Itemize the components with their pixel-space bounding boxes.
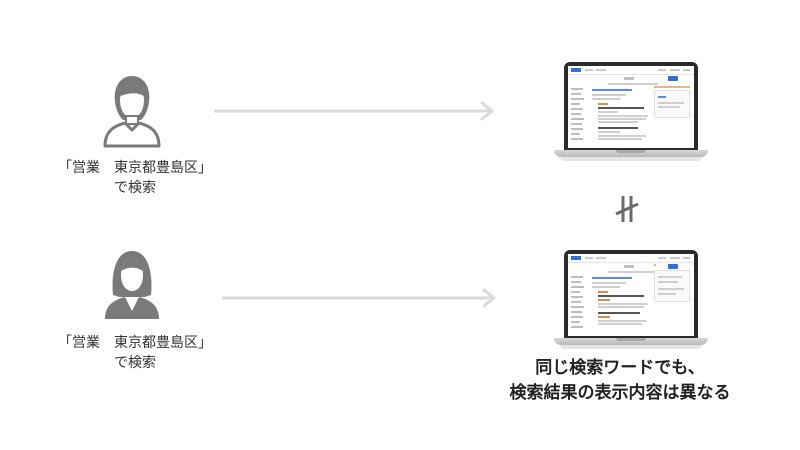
arrow-right-icon xyxy=(222,288,496,308)
not-equal-icon xyxy=(615,196,639,222)
search-query-text: 「営業 東京都豊島区」 xyxy=(58,335,212,351)
search-results-screen xyxy=(568,66,694,148)
result-caption-line2: 検索結果の表示内容は異なる xyxy=(509,383,731,403)
laptop-search-results-1 xyxy=(554,62,708,166)
search-results-screen xyxy=(568,254,694,336)
search-action-text: で検索 xyxy=(114,355,156,371)
search-query-text: 「営業 東京都豊島区」 xyxy=(58,160,212,176)
laptop-search-results-2 xyxy=(554,250,708,354)
search-action-text: で検索 xyxy=(114,180,156,196)
male-user-icon xyxy=(101,72,163,148)
result-caption: 同じ検索ワードでも、 検索結果の表示内容は異なる xyxy=(470,356,770,406)
female-user-search-caption: 「営業 東京都豊島区」 で検索 xyxy=(40,333,230,373)
result-caption-line1: 同じ検索ワードでも、 xyxy=(535,358,705,378)
female-user-icon xyxy=(101,245,163,321)
male-user-search-caption: 「営業 東京都豊島区」 で検索 xyxy=(40,158,230,198)
arrow-right-icon xyxy=(214,101,494,121)
